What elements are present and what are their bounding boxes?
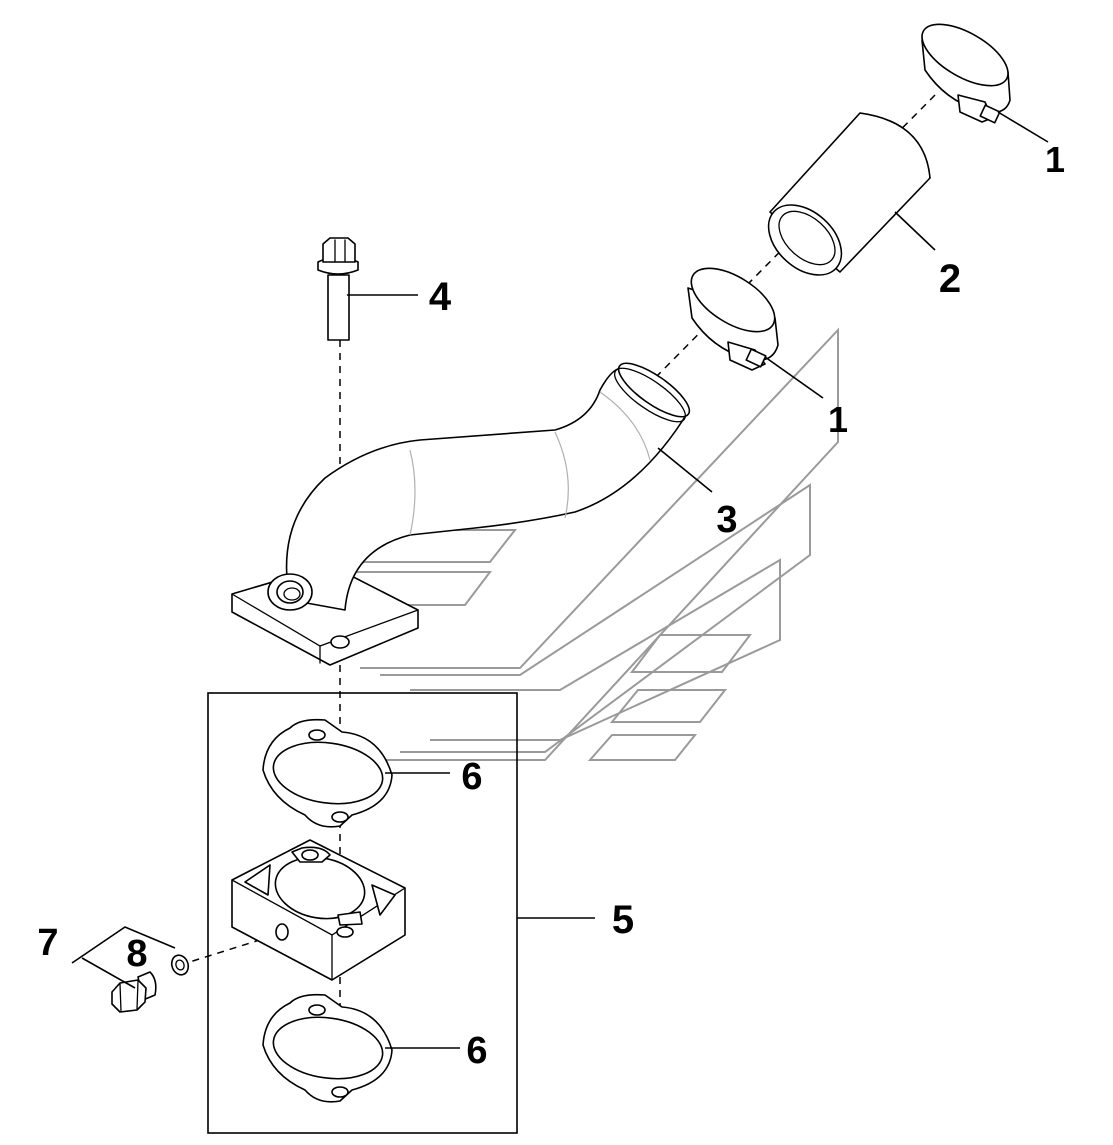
callout-3: 3 — [716, 499, 737, 541]
callout-6-top: 6 — [461, 756, 482, 798]
hose-sleeve — [767, 112, 931, 276]
callout-6-bottom: 6 — [466, 1030, 487, 1072]
callout-7: 7 — [37, 922, 58, 964]
callout-2: 2 — [939, 257, 961, 301]
hose-clamp-middle — [687, 267, 779, 371]
spacer-block — [231, 839, 406, 981]
hose-clamp-top — [921, 23, 1011, 124]
callout-1-middle: 1 — [828, 399, 848, 440]
callout-4: 4 — [429, 275, 452, 319]
center-line-plug — [179, 932, 283, 966]
gasket-bottom — [262, 993, 393, 1103]
flange-bolt — [317, 237, 359, 341]
outlet-elbow-pipe — [231, 362, 691, 666]
sealing-washer — [170, 954, 190, 976]
callout-8: 8 — [126, 933, 147, 975]
watermark-logo — [312, 327, 839, 761]
gasket-top — [262, 718, 393, 828]
leader-lines — [71, 111, 1049, 1049]
callout-5: 5 — [612, 898, 634, 942]
kit-frame — [207, 692, 518, 1134]
callout-1-top: 1 — [1045, 139, 1065, 180]
